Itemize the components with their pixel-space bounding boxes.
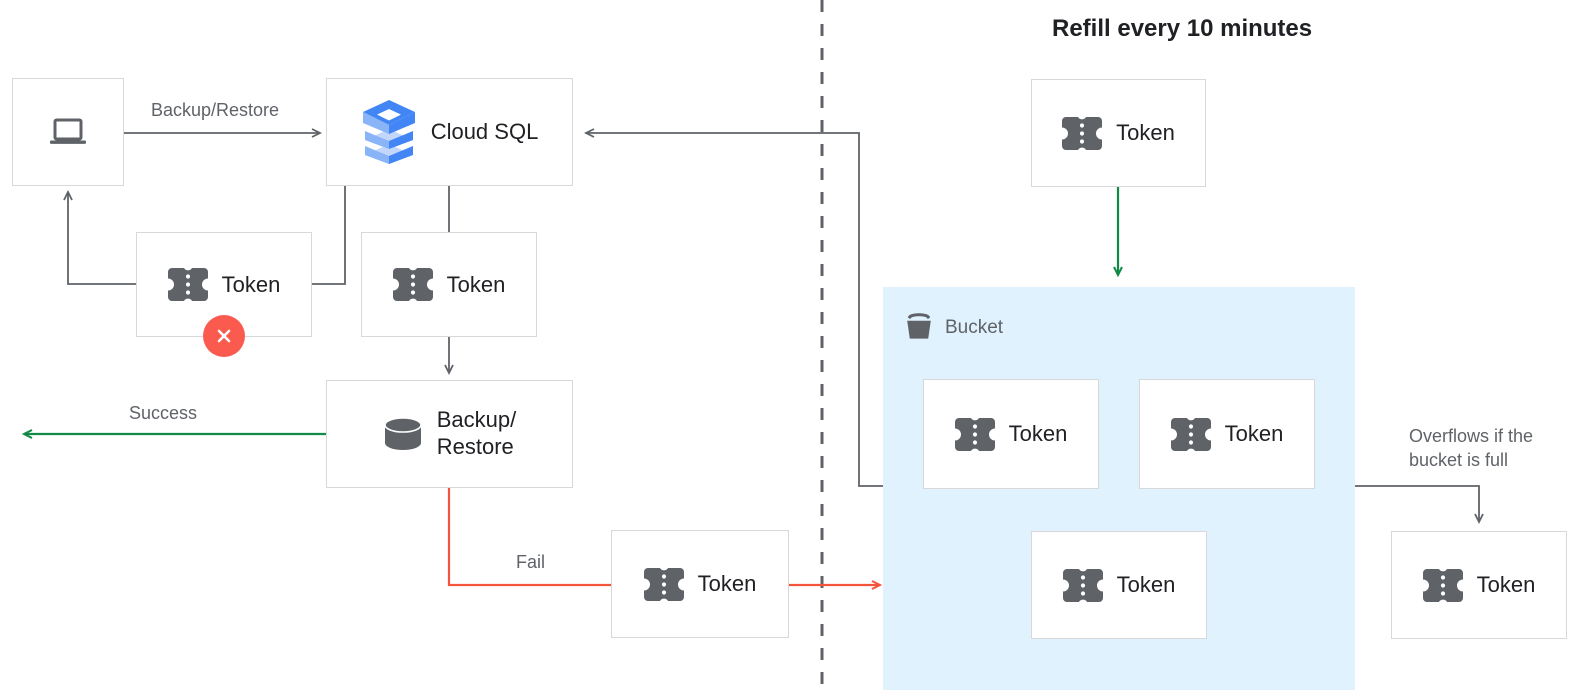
error-x-badge (203, 315, 245, 357)
token-fail-label: Token (697, 571, 757, 596)
page-title: Refill every 10 minutes (1052, 15, 1313, 42)
token-cloudsql-node[interactable]: Token (361, 232, 537, 337)
edge-token-client-to-client (63, 189, 136, 285)
edge-label-backup-restore: Backup/Restore (151, 100, 280, 120)
token-refill-label: Token (1116, 120, 1175, 145)
token-icon (167, 268, 208, 301)
edge-label-fail: Fail (516, 552, 546, 572)
token-client-label: Token (221, 271, 281, 297)
token-refill-node[interactable]: Token (1031, 79, 1206, 187)
database-icon (383, 416, 423, 452)
laptop-icon (48, 116, 88, 148)
bucket-label: Bucket (945, 317, 1004, 338)
token-bucket-2-node[interactable]: Token (1139, 379, 1315, 489)
edge-cloudsql-to-token-client (311, 186, 346, 285)
cloud-sql-icon (361, 100, 417, 164)
token-bucket-3-label: Token (1116, 572, 1176, 597)
bucket-header: Bucket (903, 313, 1003, 343)
bucket-icon (903, 313, 935, 343)
token-fail-node[interactable]: Token (611, 530, 789, 638)
cloud-sql-node[interactable]: Cloud SQL (326, 78, 573, 186)
token-icon (1422, 568, 1463, 602)
token-bucket-1-label: Token (1008, 421, 1068, 446)
token-icon (954, 417, 995, 451)
token-cloudsql-label: Token (446, 271, 506, 297)
token-bucket-1-node[interactable]: Token (923, 379, 1099, 489)
token-bucket-2-label: Token (1224, 421, 1284, 446)
token-overflow-node[interactable]: Token (1391, 531, 1567, 639)
edge-label-overflow: Overflows if the bucket is full (1409, 426, 1534, 471)
edge-bucket-overflow (1355, 485, 1484, 525)
client-node[interactable] (12, 78, 124, 186)
cloud-sql-label: Cloud SQL (430, 118, 539, 144)
token-icon (643, 567, 684, 601)
backup-restore-node[interactable]: Backup/ Restore (326, 380, 573, 488)
token-icon (1170, 417, 1211, 451)
token-overflow-label: Token (1476, 572, 1536, 597)
backup-restore-label: Backup/ Restore (436, 407, 517, 459)
token-icon (392, 268, 433, 301)
edge-bucket-to-cloudsql (583, 128, 883, 487)
token-icon (1062, 568, 1103, 602)
token-icon (1062, 116, 1103, 150)
edge-label-success: Success (129, 403, 198, 423)
token-bucket-3-node[interactable]: Token (1031, 531, 1207, 639)
